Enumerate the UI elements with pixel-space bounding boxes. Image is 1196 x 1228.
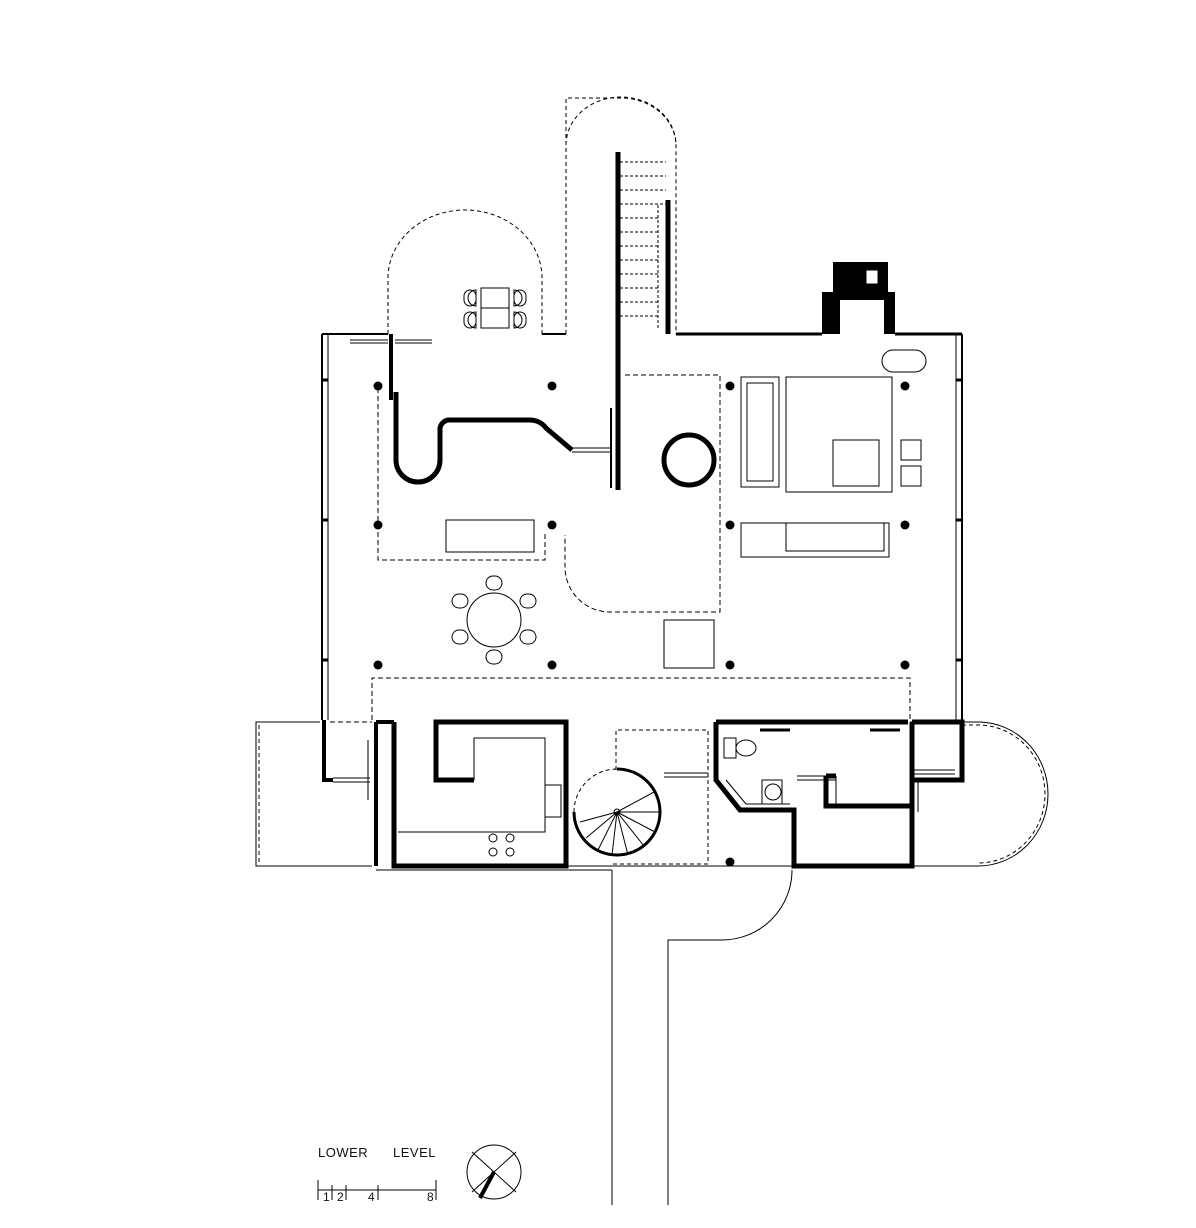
chimney — [822, 262, 895, 334]
scale-tick-2: 2 — [337, 1190, 344, 1204]
north-arrow-icon — [466, 1144, 522, 1200]
scale-tick-8: 8 — [427, 1190, 434, 1204]
ceiling-outlines — [330, 374, 960, 723]
scale-tick-4: 4 — [368, 1190, 375, 1204]
base-line — [376, 865, 794, 871]
small-table-set — [463, 287, 527, 329]
entry-path — [611, 869, 793, 1205]
kitchen-walls — [391, 719, 569, 869]
living-furniture — [740, 349, 927, 558]
left-round-bay — [387, 209, 543, 334]
columns — [373, 381, 910, 867]
bench — [445, 519, 535, 553]
kitchen-counter — [398, 737, 562, 857]
left-terrace — [255, 721, 372, 867]
round-stove — [661, 432, 717, 488]
title-level: LEVEL — [393, 1145, 436, 1160]
scale-bar — [317, 1180, 437, 1200]
stair-treads — [620, 161, 666, 330]
bath-fixtures — [723, 728, 955, 812]
title-lower: LOWER — [318, 1145, 369, 1160]
stair-tower-outline — [565, 96, 677, 334]
dining-table — [451, 575, 537, 665]
scale-tick-1: 1 — [323, 1190, 330, 1204]
spiral-stair — [572, 767, 662, 857]
square-table — [663, 619, 715, 669]
lower-left-walls — [322, 720, 394, 866]
entry-door — [350, 334, 432, 400]
stair-walls — [615, 152, 671, 490]
stair-hall-outline — [612, 729, 709, 865]
right-round-terrace — [912, 721, 1049, 867]
side-window-marks — [322, 378, 962, 662]
bath-walls — [713, 719, 965, 869]
exterior-walls — [321, 332, 963, 720]
curved-partition — [393, 392, 574, 485]
